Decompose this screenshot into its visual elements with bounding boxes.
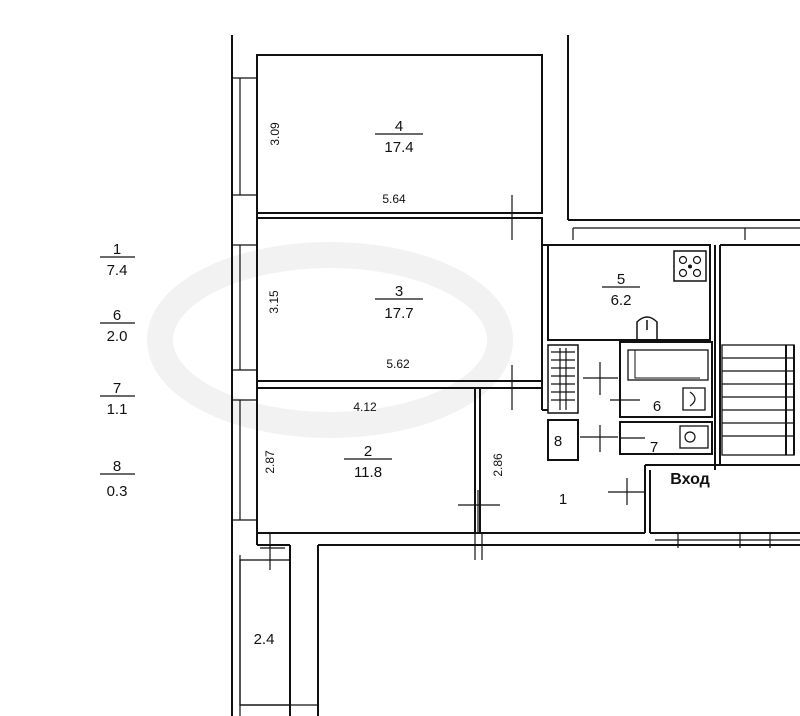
room-2-number: 2: [364, 443, 372, 460]
legend-room-8: 8: [113, 458, 121, 475]
legend-room-6: 6: [113, 307, 121, 324]
room-3-width: 5.62: [386, 357, 410, 371]
exterior-wall-left: [231, 35, 258, 555]
room-2-height: 2.87: [263, 450, 277, 474]
room-7-number: 7: [650, 439, 658, 456]
room-4-number: 4: [395, 118, 403, 135]
room-2-width: 4.12: [353, 400, 377, 414]
room-5-kitchen: [542, 244, 716, 470]
watermark: [147, 242, 513, 438]
room-4-area: 17.4: [384, 139, 413, 156]
room-4-height: 3.09: [268, 122, 282, 146]
exterior-wall-upper-right: [567, 35, 800, 240]
lower-building-walls: [231, 544, 800, 716]
room-5-number: 5: [617, 271, 625, 288]
room-5-area: 6.2: [611, 292, 632, 309]
room-2: [256, 387, 481, 534]
room-1-height: 2.86: [491, 453, 505, 477]
legend-area-6: 2.0: [107, 328, 128, 345]
entry-vestibule: [608, 464, 800, 548]
room-8-closet: [547, 419, 579, 461]
staircase: [719, 244, 800, 465]
ventilation-shaft: [547, 344, 579, 414]
legend-area-1: 7.4: [107, 262, 128, 279]
room-4-width: 5.64: [382, 192, 406, 206]
room-3-area: 17.7: [384, 305, 413, 322]
room-3-number: 3: [395, 283, 403, 300]
sink-icon: [636, 316, 658, 340]
entry-label: Вход: [670, 471, 710, 488]
stove-icon: [673, 250, 707, 282]
room-6-bathroom: [619, 341, 713, 418]
legend-room-1: 1: [113, 241, 121, 258]
room-2-area: 11.8: [354, 464, 382, 481]
room-6-number: 6: [653, 398, 661, 415]
room-1-number: 1: [559, 491, 567, 508]
legend-room-7: 7: [113, 380, 121, 397]
room-3-height: 3.15: [267, 290, 281, 314]
bath-sink-icon: [682, 387, 706, 411]
toilet-icon: [679, 425, 709, 449]
room-8-number: 8: [554, 433, 562, 450]
legend: 1 7.4 6 2.0 7 1.1 8 0.3: [100, 241, 135, 500]
balcony-area: 2.4: [254, 631, 275, 648]
legend-area-8: 0.3: [107, 483, 128, 500]
room-1-hall: [474, 409, 646, 560]
door-marks: [260, 195, 645, 570]
legend-area-7: 1.1: [107, 401, 128, 418]
